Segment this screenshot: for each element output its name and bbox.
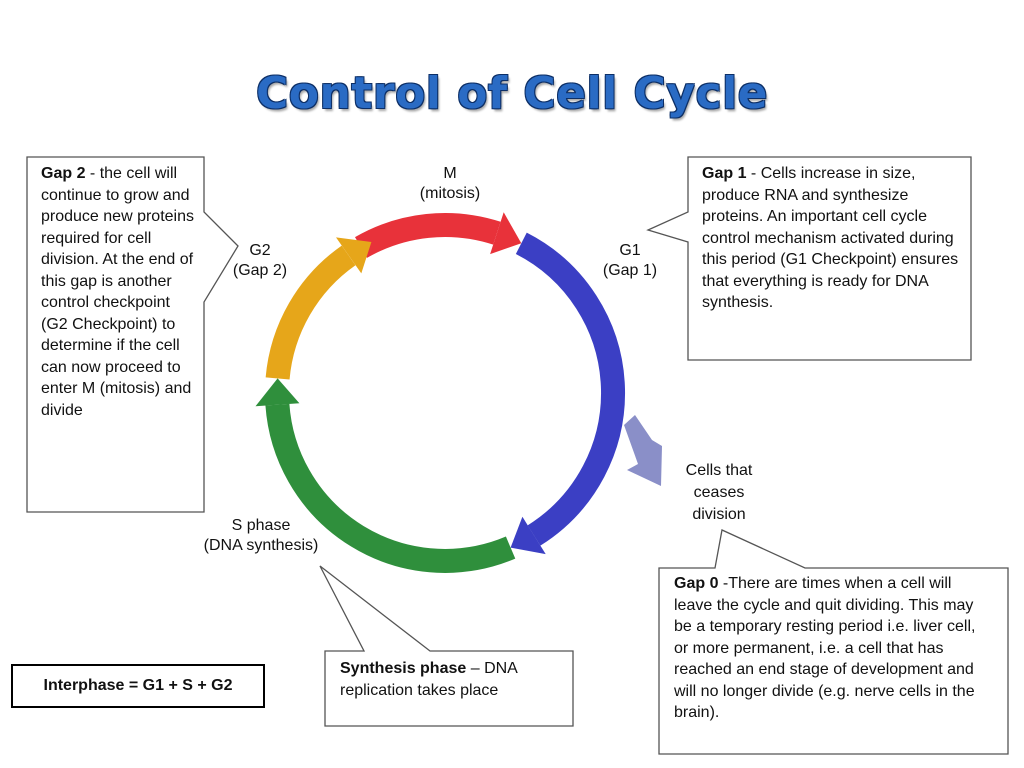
g1-phase-arc bbox=[515, 232, 626, 546]
gap2-callout-box bbox=[26, 156, 239, 513]
g0-exit-arrow bbox=[624, 415, 662, 486]
synthesis-description: Synthesis phase – DNA replication takes … bbox=[340, 660, 517, 699]
cycle-ring bbox=[255, 212, 662, 573]
s-phase-arrowhead bbox=[255, 378, 300, 407]
interphase-formula-box: Interphase = G1 + S + G2 bbox=[11, 664, 265, 708]
s-phase-arc bbox=[265, 403, 516, 573]
gap2-description: Gap 2 - the cell will continue to grow a… bbox=[41, 165, 194, 419]
gap0-description: Gap 0 -There are times when a cell will … bbox=[674, 575, 976, 721]
g2-phase-arrowhead bbox=[336, 237, 372, 274]
synthesis-callout-box bbox=[319, 565, 574, 727]
g2-phase-label: G2 (Gap 2) bbox=[232, 242, 288, 279]
g2-phase-arc bbox=[265, 245, 356, 380]
m-phase-label: M (mitosis) bbox=[419, 165, 481, 202]
s-phase-label: S phase (DNA synthesis) bbox=[203, 517, 319, 554]
gap1-description: Gap 1 - Cells increase in size, produce … bbox=[702, 165, 959, 311]
m-phase-arrowhead bbox=[490, 212, 522, 255]
g0-cells-label: Cells that ceases division bbox=[685, 462, 753, 523]
m-phase-arc bbox=[355, 213, 501, 258]
g1-phase-arrowhead bbox=[510, 516, 546, 555]
gap0-callout-box bbox=[658, 529, 1009, 755]
g1-phase-label: G1 (Gap 1) bbox=[602, 242, 658, 279]
page-title: Control of Cell Cycle bbox=[256, 68, 768, 119]
gap1-callout-box bbox=[646, 156, 972, 361]
